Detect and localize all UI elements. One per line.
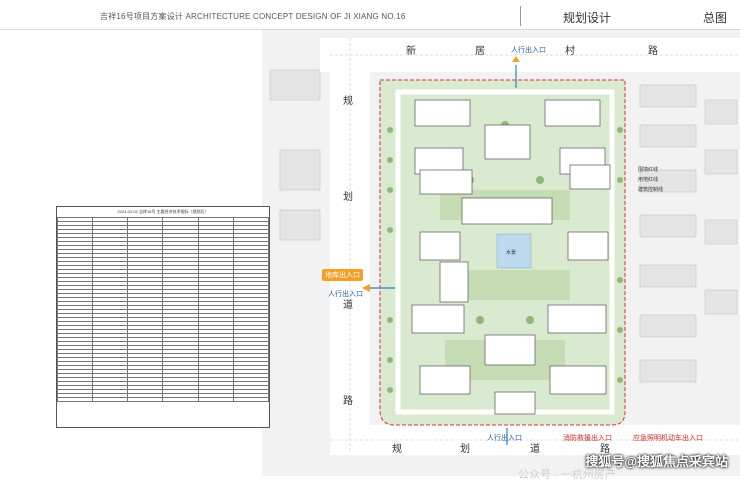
inner-ring-road	[395, 89, 615, 415]
pedestrian-paths	[370, 65, 517, 445]
legend-note-1: 围墙红线	[638, 167, 659, 173]
south-road-char-4: 路	[600, 444, 610, 455]
table-row	[56, 397, 270, 402]
south-emergency-gate: 应急照明机动车出入口	[633, 435, 703, 442]
table-cell	[162, 397, 199, 402]
table-caption: 2024-02-02 吉祥16号 主要经济技术指标（规划后）	[117, 209, 209, 214]
header-divider	[520, 6, 521, 26]
header-title: 吉祥16号项目方案设计 ARCHITECTURE CONCEPT DESIGN …	[100, 12, 406, 21]
legend-note-3: 建筑控制线	[638, 187, 664, 193]
entry-arrows	[362, 56, 520, 292]
page-header: 吉祥16号项目方案设计 ARCHITECTURE CONCEPT DESIGN …	[0, 0, 740, 30]
west-road-char-2: 划	[343, 192, 353, 203]
table-cell	[92, 397, 129, 402]
legend-note-2: 用地红线	[638, 177, 659, 183]
south-road-char-2: 划	[460, 444, 470, 455]
indicator-grid	[56, 217, 270, 402]
pond	[496, 233, 532, 269]
north-road-char-4: 路	[648, 46, 658, 57]
north-road-char-1: 新	[406, 46, 416, 57]
south-road-char-3: 道	[530, 444, 540, 455]
table-cell	[56, 397, 94, 402]
table-row	[56, 333, 270, 338]
north-pedestrian-gate: 人行出入口	[511, 47, 546, 54]
west-road-char-4: 路	[343, 396, 353, 407]
west-road-char-1: 规	[343, 96, 353, 107]
north-road-char-2: 居	[475, 46, 485, 57]
table-cell	[127, 397, 164, 402]
west-road-char-3: 道	[343, 300, 353, 311]
north-road-char-3: 村	[565, 46, 575, 57]
west-vehicle-gate: 地库出入口	[322, 269, 363, 281]
pond-label: 水景	[506, 250, 517, 256]
sohu-watermark: 搜狐号@搜狐焦点采宾站	[585, 454, 728, 469]
header-page: 总图	[703, 11, 728, 25]
header-section: 规划设计	[563, 11, 612, 25]
south-fire-gate: 消防救援出入口	[563, 435, 612, 442]
site-plan: 新 居 村 路 规 划 道 路 规 划 道 路 人行出入口 地库出入口 人行出入…	[0, 30, 740, 481]
table-cell	[197, 397, 234, 402]
site-plan-drawing	[262, 30, 740, 476]
neighbor-buildings	[269, 69, 738, 383]
south-pedestrian-gate: 人行出入口	[487, 435, 522, 442]
west-pedestrian-gate: 人行出入口	[328, 291, 363, 298]
table-cell	[232, 397, 270, 402]
indicator-table: 2024-02-02 吉祥16号 主要经济技术指标（规划后）	[56, 206, 270, 428]
south-road-char-1: 规	[392, 444, 402, 455]
residential-buildings	[411, 99, 611, 415]
